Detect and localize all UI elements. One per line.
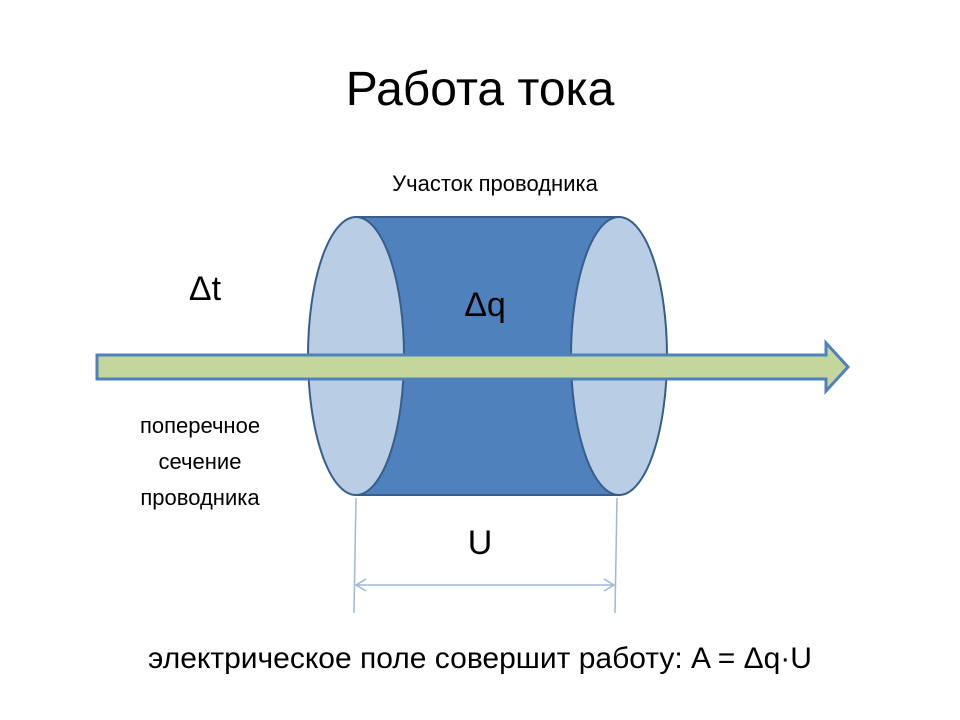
cross-section-line-1: поперечное <box>139 413 261 438</box>
cross-section-line-2: сечение <box>158 449 242 474</box>
work-formula: электрическое поле совершит работу: A = … <box>148 642 812 675</box>
dimension-line-right <box>614 497 618 614</box>
slide-title: Работа тока <box>345 63 615 116</box>
dimension-arrowhead-left <box>354 578 367 592</box>
segment-label: Участок проводника <box>392 171 598 196</box>
cross-section-label: поперечное сечение проводника <box>100 408 300 516</box>
delta-t-label: Δt <box>188 270 222 308</box>
delta-q-label: Δq <box>464 286 506 324</box>
cross-section-line-3: проводника <box>140 485 260 510</box>
dimension-arrowhead-right <box>603 578 616 592</box>
voltage-label: U <box>467 524 493 562</box>
dimension-line-left <box>353 497 357 614</box>
current-arrow <box>95 339 851 395</box>
